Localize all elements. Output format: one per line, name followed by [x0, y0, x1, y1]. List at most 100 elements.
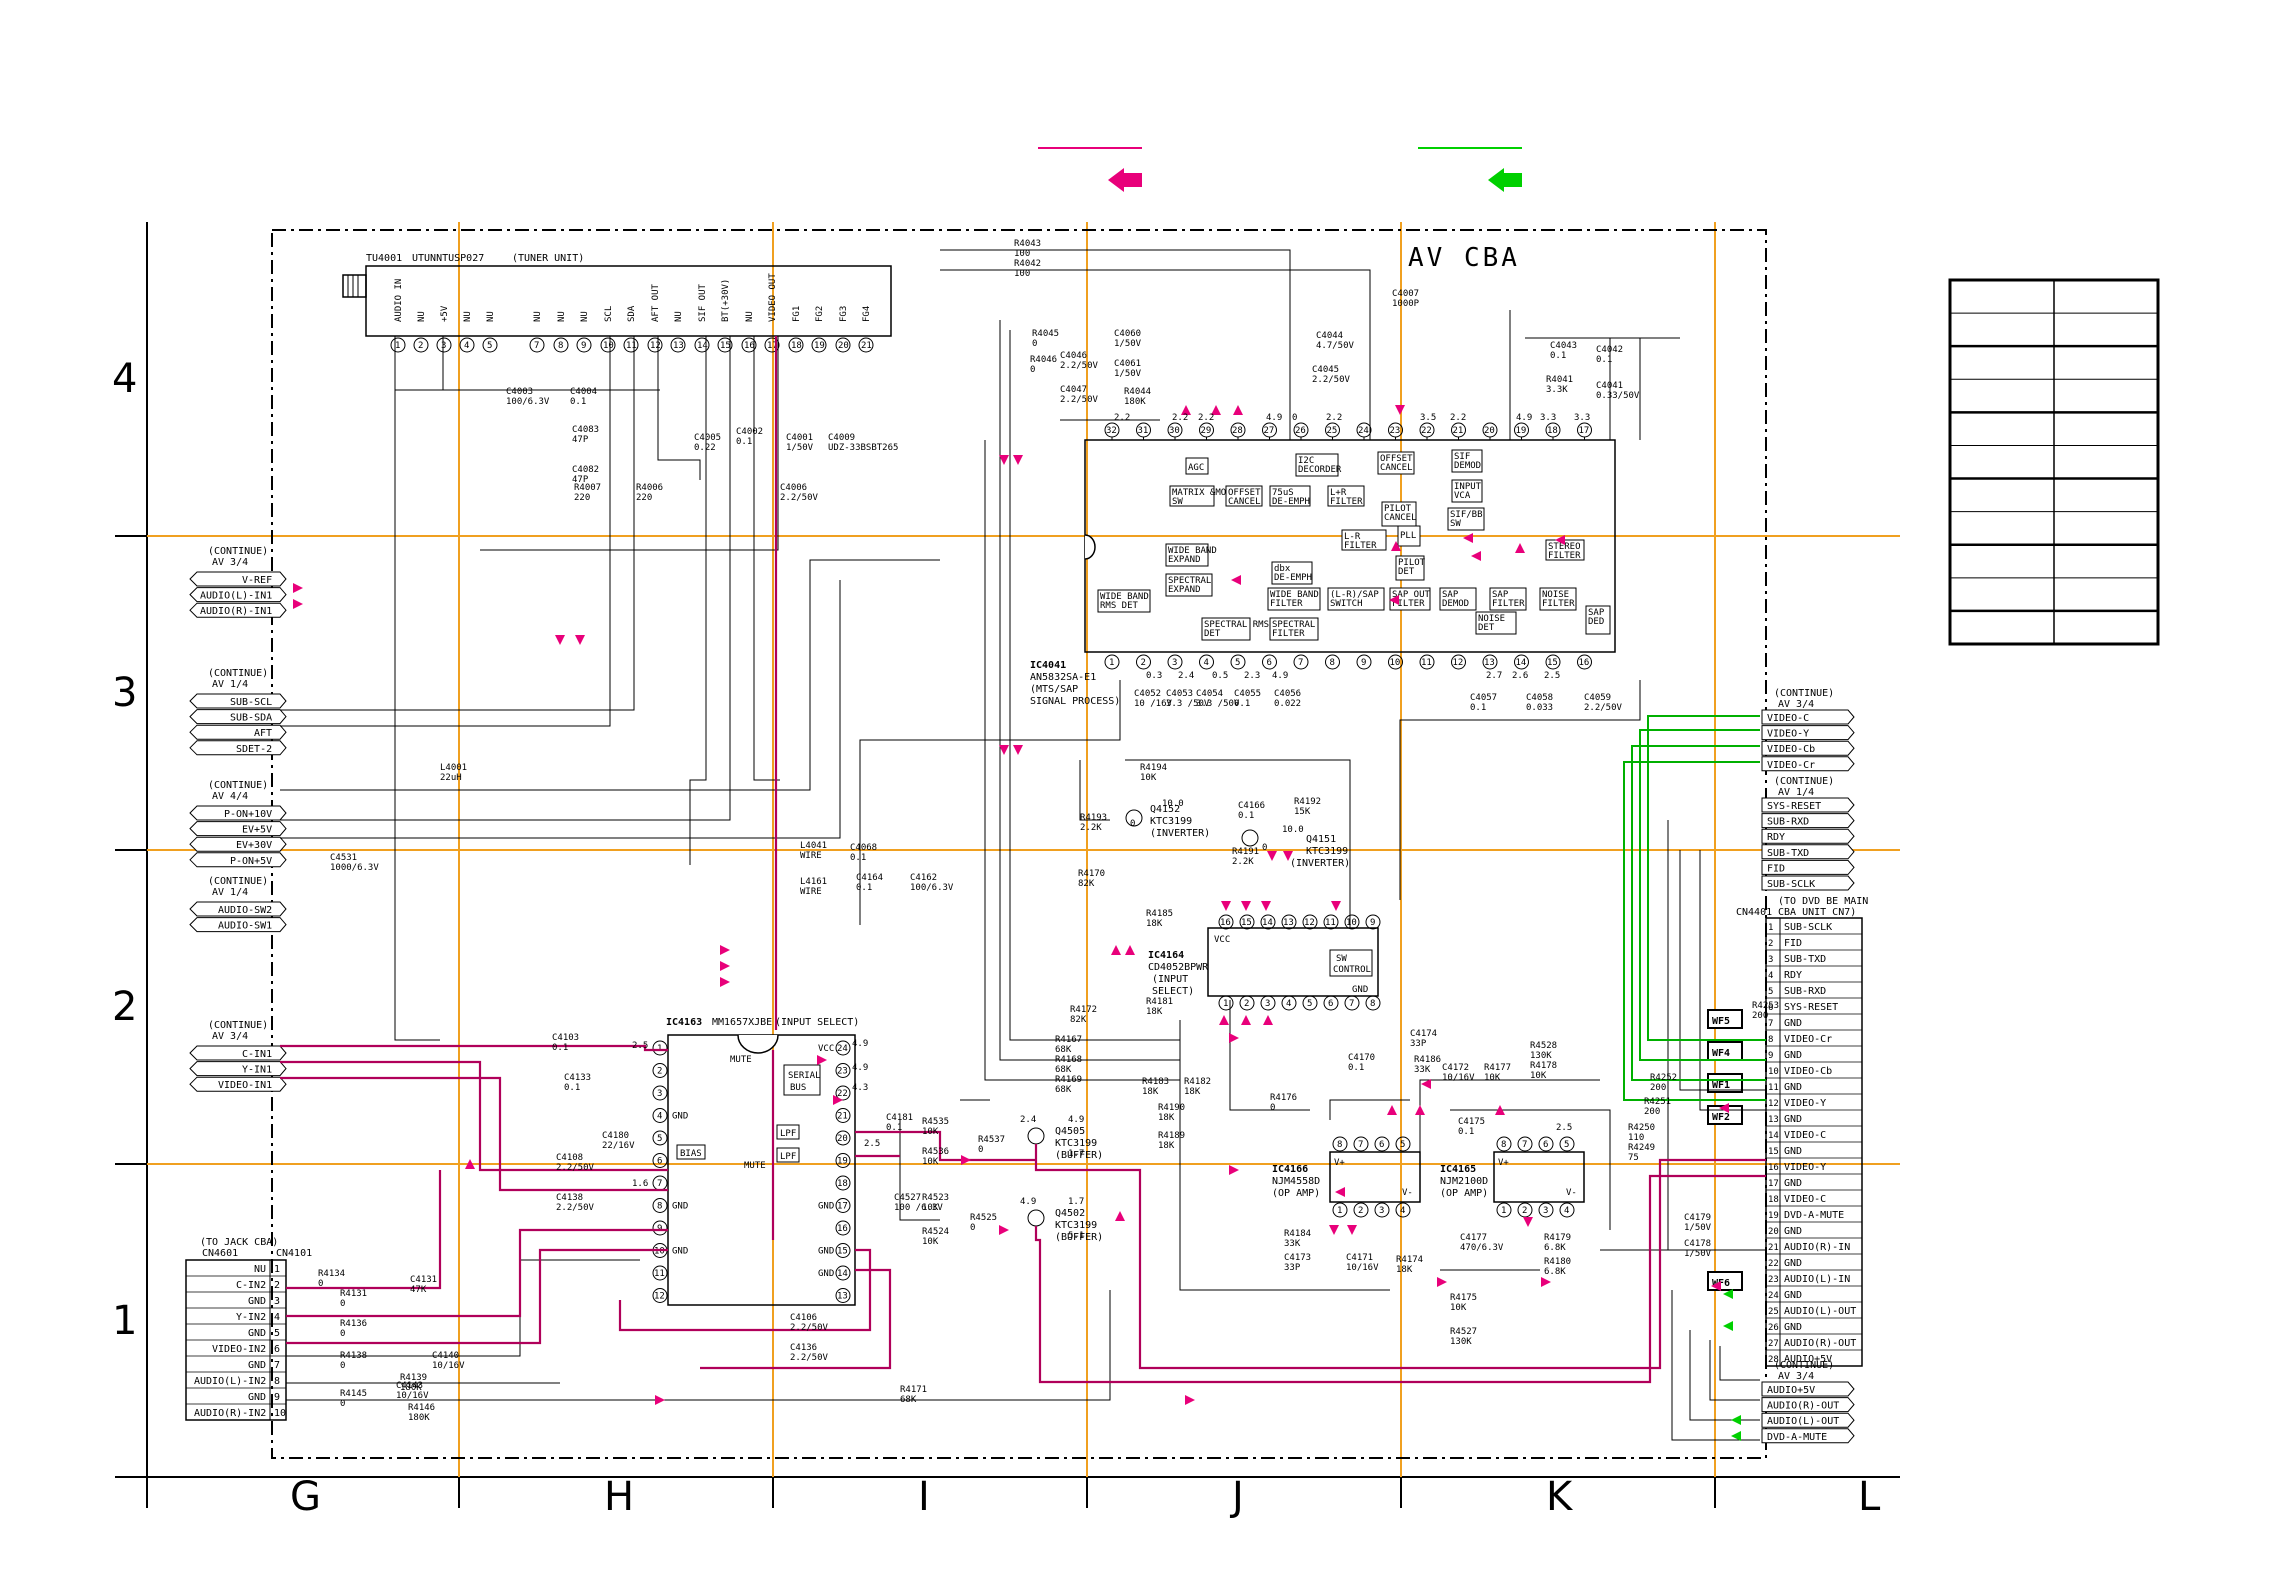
ic4041-block-label: SIF — [1454, 452, 1470, 462]
green-paths — [1623, 715, 1766, 1101]
ic4041-block-label: DEMOD — [1442, 599, 1469, 609]
jack-row-number: 8 — [274, 1376, 280, 1387]
legend-pink-arrow-icon — [1108, 168, 1142, 192]
tuner-pin-number: 4 — [464, 341, 469, 351]
left-connector-signal: AUDIO(L)-IN1 — [200, 591, 272, 602]
component-value: 1/50V — [786, 443, 814, 453]
left-connector-signal: AUDIO-SW1 — [218, 921, 272, 932]
voltage-label: 5.1 — [1068, 1231, 1084, 1241]
signal-arrow-icon — [293, 583, 303, 593]
component-ref: R4146 — [408, 1403, 435, 1413]
right-mid-connector-signal: SYS-RESET — [1767, 801, 1821, 812]
component-value: 82K — [1078, 879, 1095, 889]
jack-ref-right: CN4101 — [276, 1248, 312, 1259]
left-connector-tag — [189, 709, 287, 725]
component-value: 200 — [1650, 1083, 1666, 1093]
tuner-part: UTUNNTUSP027 — [412, 253, 484, 264]
ic4041-ref: IC4041 — [1030, 660, 1066, 671]
signal-arrow-icon — [1231, 575, 1241, 585]
left-connector-signal: Y-IN1 — [242, 1065, 272, 1076]
component-value: 200 — [1752, 1011, 1768, 1021]
ic4041-block-label: WIDE BAND — [1270, 590, 1319, 600]
component-ref: C4138 — [556, 1193, 583, 1203]
ic4041-desc2: SIGNAL PROCESS) — [1030, 696, 1120, 707]
ic4041-block-label: SW — [1450, 519, 1461, 529]
component-ref: R4186 — [1414, 1055, 1441, 1065]
ic4164-pin — [1302, 995, 1318, 1011]
ic4041-block-label: NOISE — [1542, 590, 1569, 600]
component-ref: C4179 — [1684, 1213, 1711, 1223]
component-ref: C4172 — [1442, 1063, 1469, 1073]
ic4041-block — [1295, 453, 1339, 477]
svg-text:KTC3199: KTC3199 — [1055, 1220, 1097, 1231]
voltage-label: 0.3 — [1146, 671, 1162, 681]
ic4041-pin-number: 28 — [1232, 426, 1243, 436]
ic4041-block-label: SAP — [1442, 590, 1459, 600]
left-connector-note: AV 1/4 — [212, 887, 248, 898]
component-value: 18K — [1158, 1141, 1175, 1151]
ic4164-pin — [1260, 995, 1276, 1011]
ic4165-ref: IC4165 — [1440, 1164, 1476, 1175]
cn4401-row-label: GND — [1784, 1258, 1802, 1269]
component-value: 3.3 /50V — [1196, 699, 1240, 709]
ic4041-pin — [1104, 654, 1120, 670]
ic4163-pin-number: 22 — [837, 1089, 848, 1099]
component-value: 47P — [572, 475, 589, 485]
ic4164-pin — [1218, 914, 1234, 930]
tuner-pin-number: 11 — [626, 341, 637, 351]
signal-arrow-icon — [720, 977, 730, 987]
voltage-label: 2.5 — [864, 1139, 880, 1149]
ic4041-pin — [1325, 654, 1340, 670]
waveform-label: WF6 — [1712, 1278, 1730, 1289]
tuner-pin — [764, 337, 780, 353]
cn4401-row-number: 2 — [1768, 939, 1773, 949]
cn4401-row-label: SUB-TXD — [1784, 954, 1826, 965]
cn4401-row-label: SUB-RXD — [1784, 986, 1826, 997]
component-ref: C4136 — [790, 1343, 817, 1353]
tuner-pin-number: 16 — [744, 341, 755, 351]
ic4165-pin — [1517, 1136, 1533, 1152]
ic4041-block — [1165, 573, 1213, 597]
component-ref: C4170 — [1348, 1053, 1375, 1063]
tuner-pin — [529, 337, 545, 353]
jack-row-number: 9 — [274, 1392, 280, 1403]
cn4401-row-number: 6 — [1768, 1003, 1773, 1013]
component-ref: R4535 — [922, 1117, 949, 1127]
voltage-label: 2.2 — [1326, 413, 1342, 423]
left-connector-tag — [189, 917, 287, 933]
right-mid-connector-signal: SUB-RXD — [1767, 817, 1809, 828]
ic4041-pin-number: 22 — [1421, 426, 1432, 436]
signal-arrow-icon — [1181, 405, 1191, 415]
signal-arrow-icon — [1387, 1105, 1397, 1115]
component-value: 68K — [1055, 1085, 1072, 1095]
ic4041-pin — [1262, 654, 1277, 670]
ic4041-pin-number: 3 — [1172, 658, 1177, 668]
ic4041-block-label: FILTER — [1272, 629, 1305, 639]
component-ref: C4006 — [780, 483, 807, 493]
ic4041-block — [1397, 525, 1421, 547]
ic4041-pin-number: 20 — [1484, 426, 1495, 436]
voltage-label: 4.9 — [1272, 671, 1288, 681]
ic4165-pin-number: 2 — [1522, 1206, 1527, 1216]
component-value: 6.8K — [1544, 1267, 1566, 1277]
tuner-pin-number: 13 — [673, 341, 684, 351]
ic4041-pin — [1199, 654, 1214, 670]
component-ref: C4175 — [1458, 1117, 1485, 1127]
voltage-label: 10.0 — [1282, 825, 1304, 835]
component-value: 0 — [1032, 339, 1037, 349]
tuner-pin — [623, 337, 639, 353]
component-ref: L4001 — [440, 763, 467, 773]
right-mid-connector-tag — [1761, 844, 1855, 860]
component-ref: R4042 — [1014, 259, 1041, 269]
right-bottom-connector-tag — [1761, 1412, 1855, 1428]
component-ref: R4139 — [400, 1373, 427, 1383]
component-value: 1/50V — [1684, 1223, 1712, 1233]
left-connector-tag — [189, 602, 287, 618]
signal-arrow-icon — [1013, 455, 1023, 465]
svg-text:Q4502: Q4502 — [1055, 1208, 1085, 1219]
component-ref: C4162 — [910, 873, 937, 883]
svg-text:BIAS: BIAS — [680, 1149, 702, 1159]
svg-text:(BUFFER): (BUFFER) — [1055, 1150, 1103, 1161]
component-ref: C4045 — [1312, 365, 1339, 375]
signal-arrow-icon — [999, 455, 1009, 465]
